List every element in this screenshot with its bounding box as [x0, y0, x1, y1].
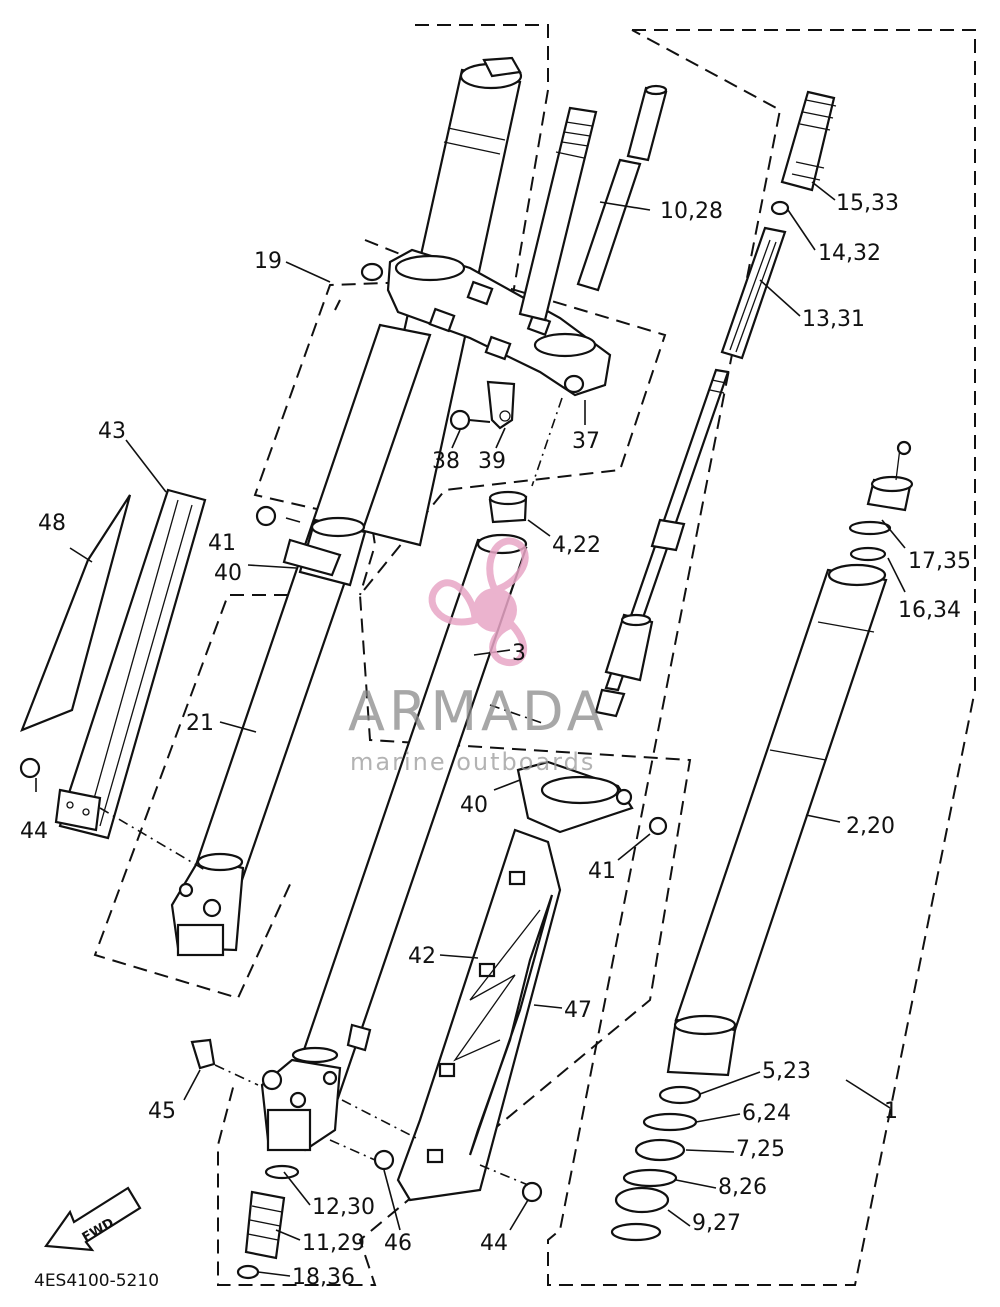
watermark-tagline: marine outboards: [350, 748, 595, 776]
label-5-23: 5,23: [762, 1059, 811, 1084]
watermark-brand: ARMADA: [348, 680, 608, 743]
label-44-bottom: 44: [480, 1231, 508, 1256]
label-2-20: 2,20: [846, 814, 895, 839]
fork-spring: [770, 90, 837, 216]
label-leaders: [35, 181, 906, 1277]
part-code: 4ES4100-5210: [34, 1271, 159, 1291]
damper-cylinder: [720, 226, 787, 360]
damper-rod: [594, 368, 730, 718]
label-38: 38: [432, 449, 460, 474]
label-18-36: 18,36: [292, 1265, 355, 1290]
label-7-25: 7,25: [736, 1137, 785, 1162]
label-43: 43: [98, 419, 126, 444]
forward-arrow-icon: [43, 1186, 142, 1252]
decal-plate-47: [453, 894, 554, 1156]
label-21: 21: [186, 711, 214, 736]
cap-bolt: [848, 440, 914, 562]
fork-guard-left: [54, 488, 207, 840]
label-4-22: 4,22: [552, 533, 601, 558]
outer-tube-left: [170, 323, 432, 957]
label-9-27: 9,27: [692, 1211, 741, 1236]
outline-outer-tube-group: [334, 299, 341, 311]
label-14-32: 14,32: [818, 241, 881, 266]
label-42: 42: [408, 944, 436, 969]
label-41-mid: 41: [588, 859, 616, 884]
fork-guard-center: [396, 828, 562, 1202]
spacer-pipe: [576, 84, 668, 292]
label-11-29: 11,29: [302, 1231, 365, 1256]
label-1: 1: [884, 1099, 898, 1124]
outline-triple-clamp-group: [217, 239, 692, 1286]
label-40-mid: 40: [460, 793, 488, 818]
label-45: 45: [148, 1099, 176, 1124]
label-15-33: 15,33: [836, 191, 899, 216]
label-37: 37: [572, 429, 600, 454]
label-17-35: 17,35: [908, 549, 971, 574]
label-8-26: 8,26: [718, 1175, 767, 1200]
upper-triple-clamp: [360, 248, 612, 397]
label-46: 46: [384, 1231, 412, 1256]
watermark-propeller-icon: [428, 537, 529, 667]
forward-direction-badge: FWD: [43, 1186, 142, 1252]
lower-clamp-mid: [516, 760, 634, 834]
label-10-28: 10,28: [660, 199, 723, 224]
label-40-top: 40: [214, 561, 242, 586]
label-12-30: 12,30: [312, 1195, 375, 1220]
label-41-top: 41: [208, 531, 236, 556]
label-48: 48: [38, 511, 66, 536]
seal-stack: [610, 1085, 702, 1242]
bottom-small-parts: [19, 505, 668, 1280]
decal-plate-48: [20, 494, 132, 732]
label-3: 3: [512, 641, 526, 666]
label-39: 39: [478, 449, 506, 474]
watermark: ARMADA marine outboards: [348, 537, 608, 776]
outline-right-group: [547, 29, 976, 1286]
label-6-24: 6,24: [742, 1101, 791, 1126]
collar-spacer: [488, 490, 528, 524]
label-47: 47: [564, 998, 592, 1023]
outer-tube-right: [666, 563, 888, 1077]
steering-stem-top: [518, 106, 598, 322]
label-19: 19: [254, 249, 282, 274]
assembly-leaders: [99, 397, 563, 1186]
label-44-left: 44: [20, 819, 48, 844]
bracket-39: [486, 380, 516, 430]
label-13-31: 13,31: [802, 307, 865, 332]
outline-left-lower-group: [93, 594, 293, 1000]
bolt-38: [449, 409, 491, 431]
part-labels: 19 10,28 15,33 14,32 13,31 37 38 39 43 4…: [20, 191, 971, 1291]
label-16-34: 16,34: [898, 598, 961, 623]
